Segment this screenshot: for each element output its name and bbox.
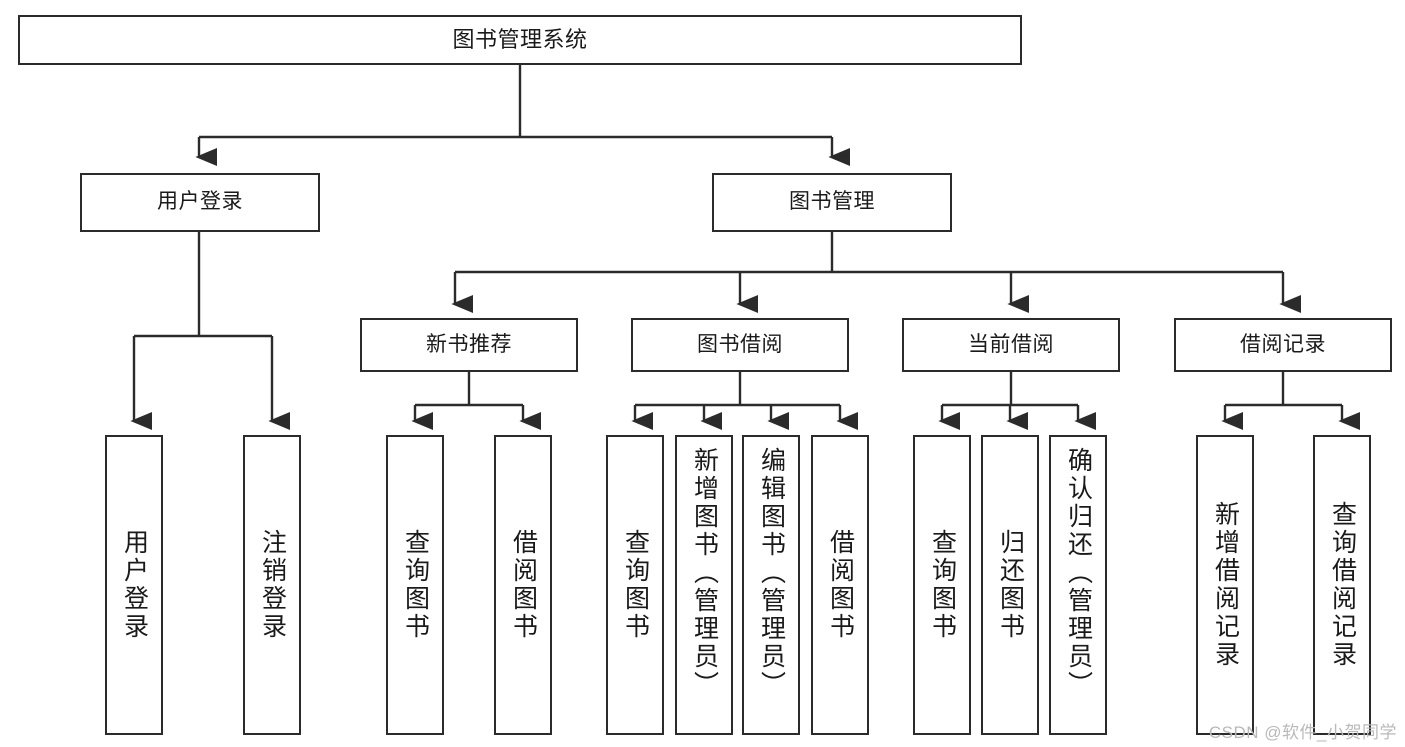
leaf-borrow-query-book[interactable]: 查询图书	[606, 435, 664, 735]
node-label: 归还图书	[996, 529, 1025, 641]
node-label: 借阅记录	[1240, 332, 1326, 356]
leaf-current-query-book[interactable]: 查询图书	[913, 435, 971, 735]
leaf-record-add-borrow-record[interactable]: 新增借阅记录	[1196, 435, 1254, 735]
leaf-current-confirm-return-admin[interactable]: 确认归还（管理员）	[1049, 435, 1107, 735]
leaf-newbook-borrow-book[interactable]: 借阅图书	[494, 435, 552, 735]
leaf-borrow-edit-book-admin[interactable]: 编辑图书（管理员）	[742, 435, 800, 735]
leaf-newbook-query-book[interactable]: 查询图书	[386, 435, 444, 735]
node-label: 新增图书（管理员）	[690, 447, 719, 699]
node-label: 查询图书	[621, 529, 650, 641]
node-label: 查询借阅记录	[1328, 501, 1357, 669]
watermark-text: CSDN @软件_小贺同学	[1208, 723, 1397, 742]
node-root-book-management-system[interactable]: 图书管理系统	[18, 15, 1022, 65]
node-label: 图书管理	[789, 190, 875, 214]
node-current-borrow[interactable]: 当前借阅	[902, 318, 1120, 372]
node-label: 借阅图书	[826, 529, 855, 641]
node-label: 新增借阅记录	[1211, 501, 1240, 669]
node-label: 用户登录	[157, 190, 243, 214]
node-label: 查询图书	[401, 529, 430, 641]
node-book-borrow[interactable]: 图书借阅	[631, 318, 849, 372]
node-label: 借阅图书	[509, 529, 538, 641]
node-new-book-recommend[interactable]: 新书推荐	[360, 318, 578, 372]
leaf-borrow-add-book-admin[interactable]: 新增图书（管理员）	[675, 435, 733, 735]
node-label: 用户登录	[120, 529, 149, 641]
leaf-current-return-book[interactable]: 归还图书	[981, 435, 1039, 735]
leaf-user-login-login[interactable]: 用户登录	[105, 435, 163, 735]
node-book-management[interactable]: 图书管理	[712, 173, 952, 232]
node-label: 当前借阅	[968, 332, 1054, 356]
node-label: 注销登录	[258, 529, 287, 641]
node-borrow-record[interactable]: 借阅记录	[1174, 318, 1392, 372]
leaf-user-login-logout[interactable]: 注销登录	[243, 435, 301, 735]
node-label: 查询图书	[928, 529, 957, 641]
node-user-login[interactable]: 用户登录	[80, 173, 320, 232]
node-label: 新书推荐	[426, 332, 512, 356]
node-label: 图书借阅	[697, 332, 783, 356]
leaf-borrow-borrow-book[interactable]: 借阅图书	[811, 435, 869, 735]
node-label: 图书管理系统	[452, 27, 588, 53]
node-label: 编辑图书（管理员）	[757, 447, 786, 699]
node-label: 确认归还（管理员）	[1064, 447, 1093, 699]
leaf-record-query-borrow-record[interactable]: 查询借阅记录	[1313, 435, 1371, 735]
